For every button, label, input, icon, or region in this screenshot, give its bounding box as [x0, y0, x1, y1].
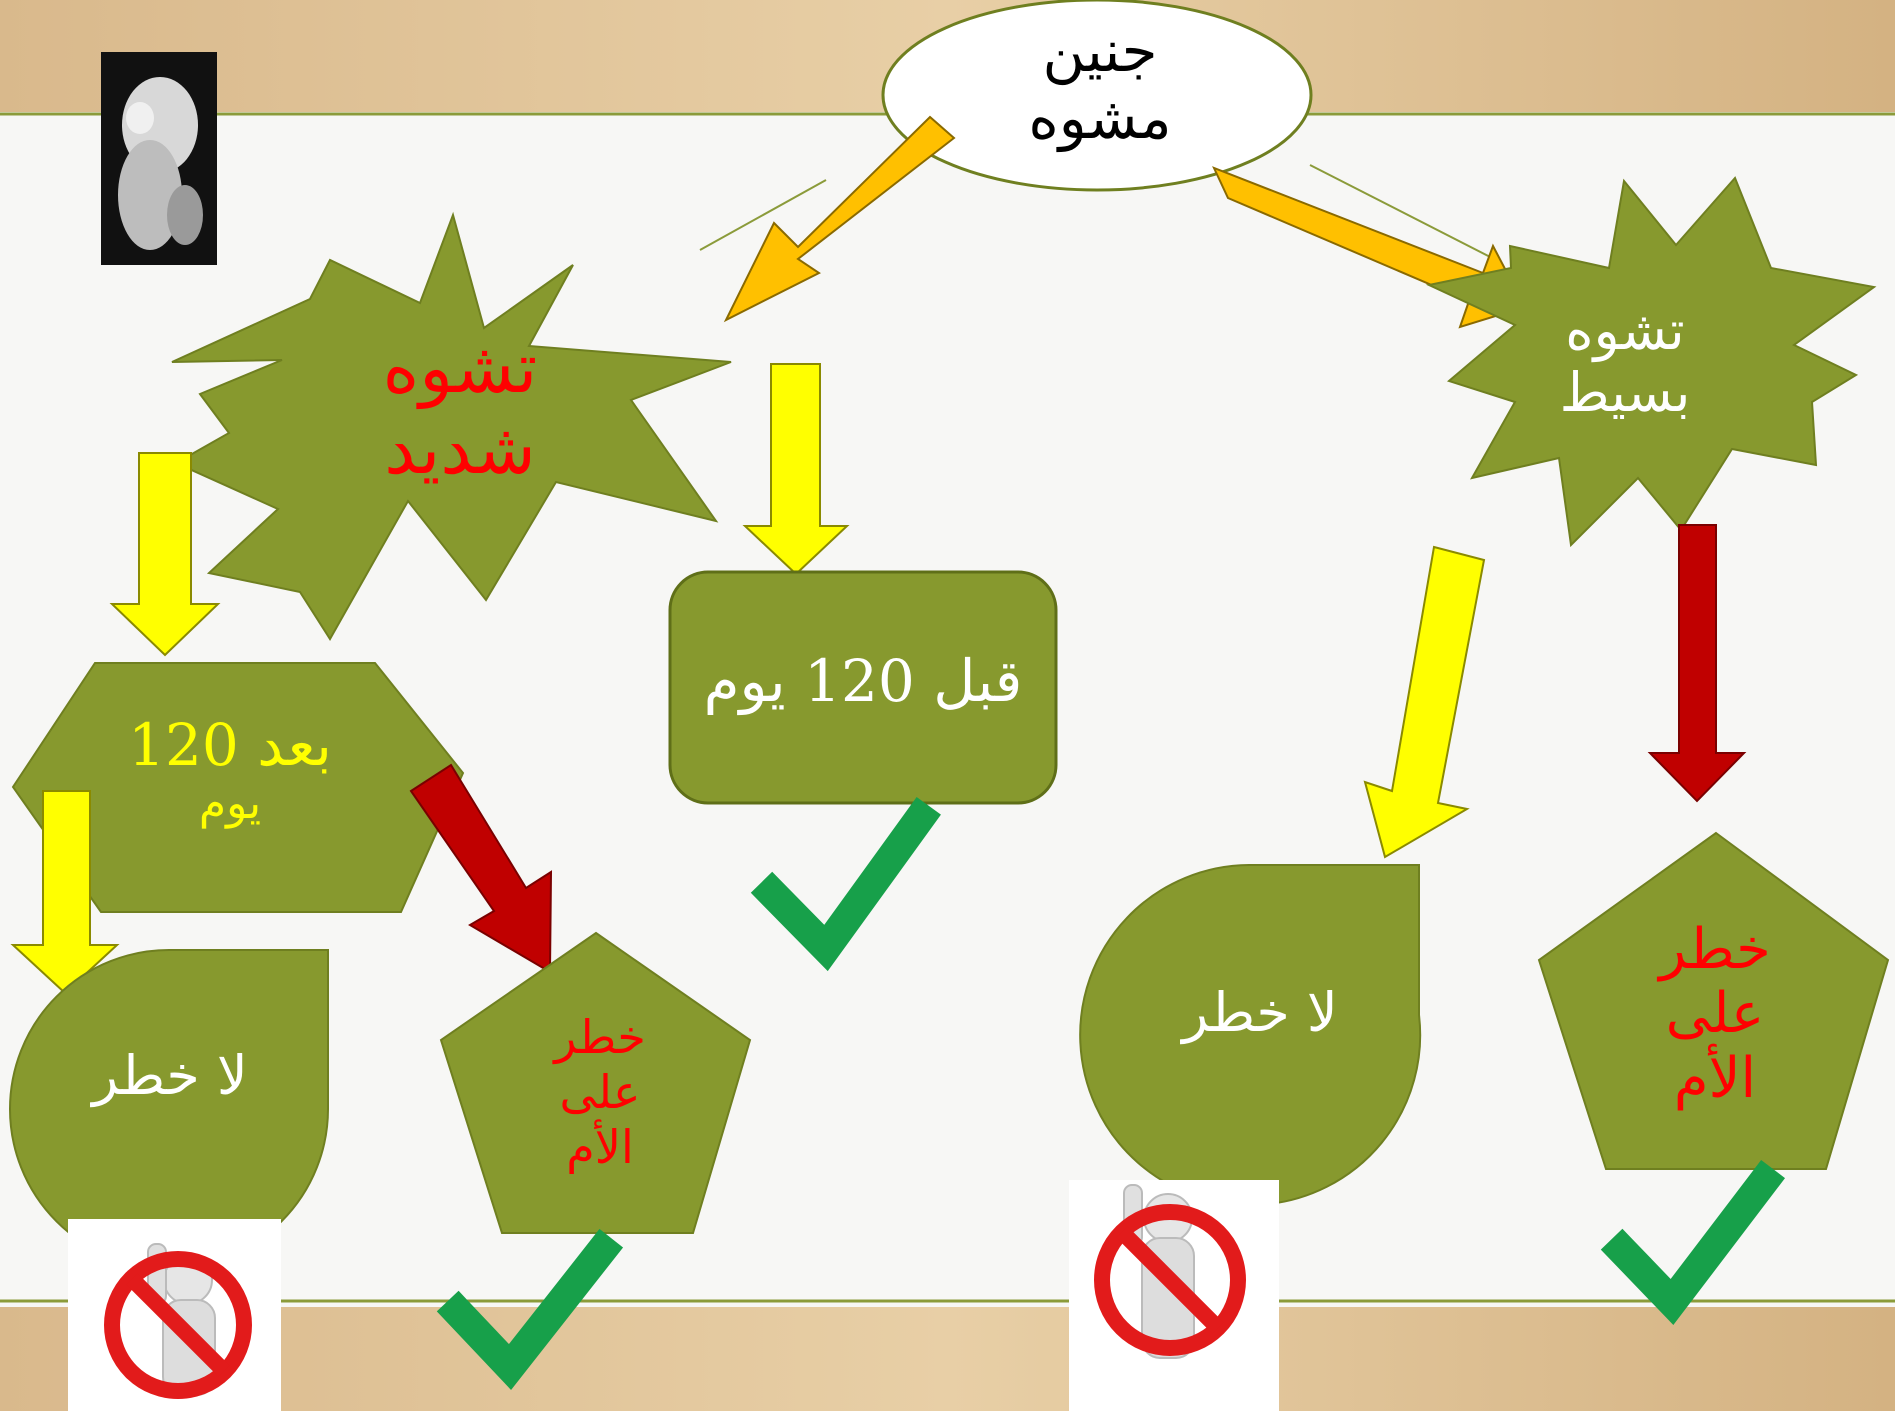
mild-deformity-label: تشوه بسيط — [1535, 299, 1715, 425]
before-120-days-label: قبل 120 يوم — [685, 648, 1041, 715]
arrow-severe-to-after120 — [109, 452, 221, 657]
root-line-1: جنين — [1042, 17, 1158, 85]
no-risk-right-text: لا خطر — [1182, 981, 1338, 1044]
mother-risk-right-label: خطر على الأم — [1630, 917, 1800, 1111]
mild-line-2: بسيط — [1559, 361, 1691, 425]
mother-left-line-2: على — [559, 1065, 641, 1120]
arrow-after120-to-no-risk — [10, 790, 120, 995]
mother-left-line-3: الأم — [566, 1120, 634, 1175]
root-node-label: جنين مشوه — [995, 18, 1205, 151]
connector-line — [1309, 164, 1501, 263]
after-line-1: بعد 120 — [128, 711, 332, 779]
mother-right-line-1: خطر — [1659, 917, 1771, 982]
arrow-root-to-severe — [723, 115, 956, 323]
mild-line-1: تشوه — [1565, 299, 1685, 362]
check-icon — [1600, 1159, 1786, 1326]
mother-risk-right-shape — [1537, 831, 1890, 1170]
after-120-days-shape — [11, 662, 465, 913]
severe-deformity-label: تشوه شديد — [350, 328, 570, 489]
check-icon — [436, 1228, 624, 1390]
mother-right-line-3: الأم — [1673, 1045, 1757, 1111]
root-node-shape — [881, 0, 1313, 192]
arrow-after120-to-mother-risk — [409, 763, 553, 974]
no-risk-left-label: لا خطر — [50, 1044, 290, 1107]
no-risk-right-shape — [1079, 864, 1422, 1206]
before-120-days-shape — [668, 570, 1058, 805]
no-risk-left-shape — [9, 949, 329, 1269]
root-line-2: مشوه — [1028, 83, 1172, 152]
severe-line-1: تشوه — [382, 327, 538, 409]
mother-risk-left-label: خطر على الأم — [530, 1010, 670, 1176]
after-line-2: يوم — [198, 777, 262, 829]
check-icon — [750, 797, 941, 972]
mother-left-line-1: خطر — [554, 1010, 646, 1064]
after-120-days-label: بعد 120 يوم — [105, 712, 355, 829]
arrow-severe-to-before120 — [742, 363, 850, 576]
no-entry-figure-icon — [1069, 1180, 1279, 1411]
no-entry-figure-icon — [68, 1219, 281, 1411]
connector-line — [699, 179, 827, 251]
severe-line-2: شديد — [384, 407, 536, 490]
mother-right-line-2: على — [1665, 981, 1765, 1047]
arrow-mild-to-mother-risk — [1647, 524, 1747, 803]
arrow-mild-to-no-risk — [1363, 545, 1486, 859]
mild-deformity-shape — [1425, 176, 1877, 548]
no-risk-right-label: لا خطر — [1140, 981, 1380, 1044]
fetus-image — [101, 52, 217, 265]
no-risk-left-text: لا خطر — [92, 1044, 248, 1107]
severe-deformity-shape — [171, 211, 732, 641]
before-120-text: قبل 120 يوم — [703, 647, 1023, 715]
